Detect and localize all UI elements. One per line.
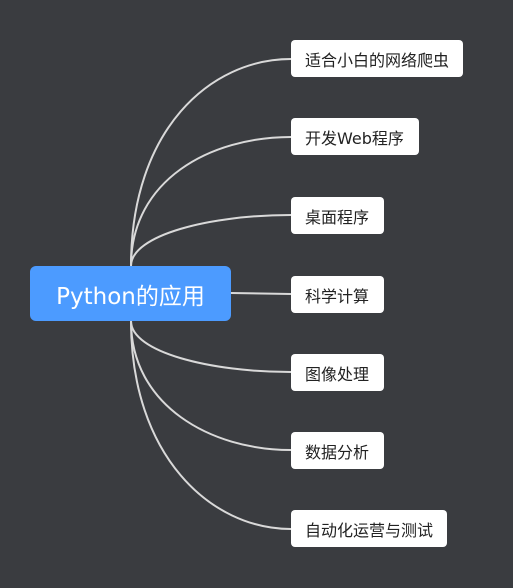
root-topic[interactable]: Python的应用	[30, 266, 231, 321]
connector-5	[130, 320, 292, 451]
branch-topic-data-analysis[interactable]: 数据分析	[291, 432, 384, 469]
connector-6	[130, 320, 292, 530]
branch-topic-label: 自动化运营与测试	[305, 520, 434, 540]
connector-3	[230, 292, 292, 295]
branch-topic-label: 适合小白的网络爬虫	[305, 50, 450, 70]
connector-2	[130, 214, 292, 267]
branch-topic-label: 科学计算	[305, 286, 370, 306]
connector-0	[130, 58, 292, 267]
branch-topic-label: 桌面程序	[305, 207, 370, 227]
connector-4	[130, 320, 292, 373]
connector-1	[130, 136, 292, 267]
branch-topic-label: 图像处理	[305, 364, 370, 384]
root-topic-label: Python的应用	[56, 283, 205, 310]
branch-topic-desktop-programs[interactable]: 桌面程序	[291, 197, 384, 234]
branch-topic-web-development[interactable]: 开发Web程序	[291, 118, 419, 155]
branch-topic-label: 数据分析	[305, 442, 370, 462]
branch-topic-image-processing[interactable]: 图像处理	[291, 354, 384, 391]
branch-topic-web-crawler[interactable]: 适合小白的网络爬虫	[291, 40, 463, 77]
branch-topic-automation-testing[interactable]: 自动化运营与测试	[291, 510, 447, 547]
branch-topic-scientific-computing[interactable]: 科学计算	[291, 276, 384, 313]
branch-topic-label: 开发Web程序	[305, 128, 404, 148]
